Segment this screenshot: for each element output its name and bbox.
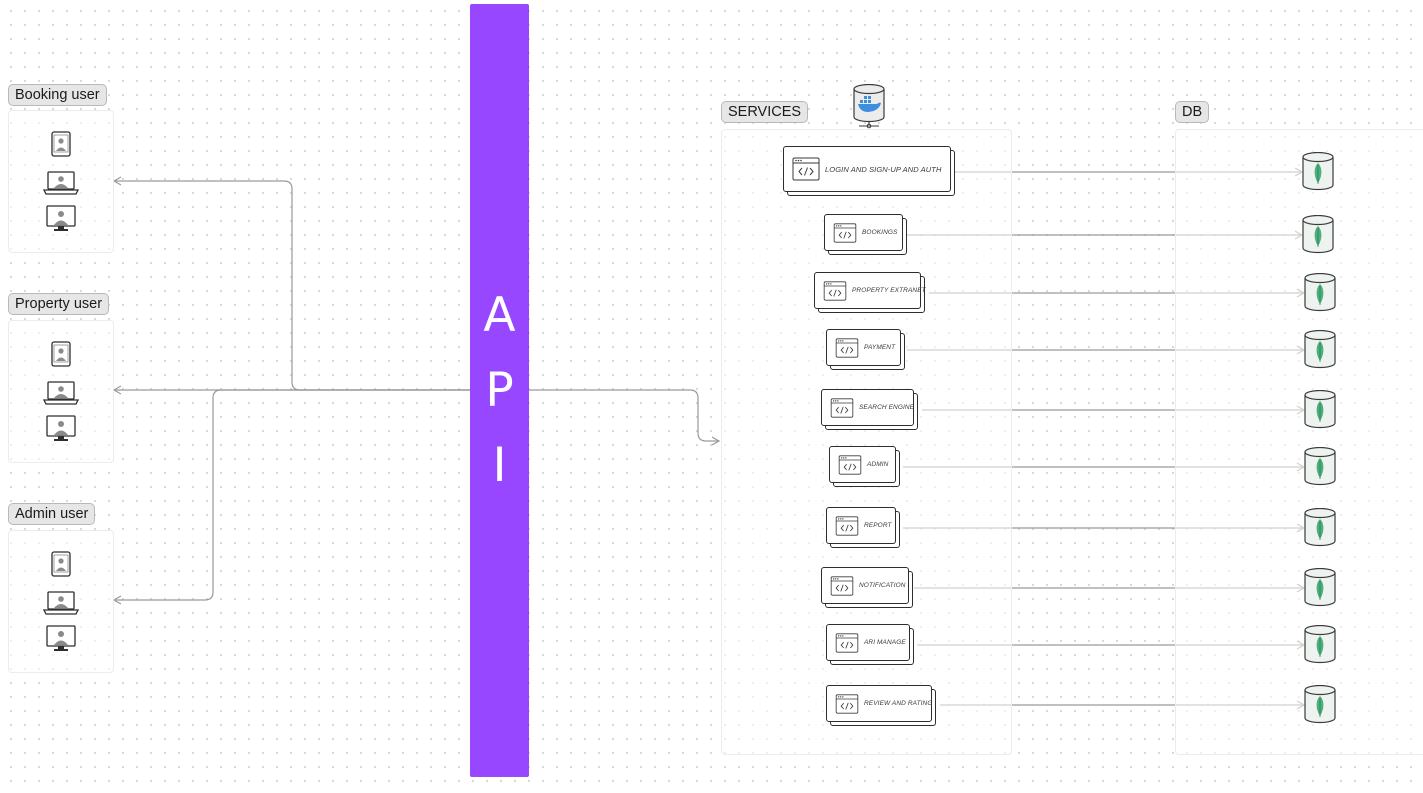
service-card[interactable]: REPORT <box>826 507 900 548</box>
api-to-admin-user-connector <box>112 389 470 605</box>
service-label: LOGIN AND SIGN-UP AND AUTH <box>825 164 942 174</box>
service-card[interactable]: ADMIN <box>829 446 900 487</box>
service-label: BOOKINGS <box>862 229 898 236</box>
property-user-label[interactable]: Property user <box>8 293 110 315</box>
docker-icon <box>853 84 885 129</box>
db-section-label[interactable]: DB <box>1175 101 1210 123</box>
code-window-icon <box>835 632 859 653</box>
code-window-icon <box>838 454 862 475</box>
service-label: PAYMENT <box>864 344 896 351</box>
mongodb-database-icon[interactable] <box>1303 568 1337 608</box>
service-label: SEARCH ENGINE <box>859 404 915 411</box>
service-card[interactable]: REVIEW AND RATING <box>826 685 936 726</box>
api-letter: P <box>485 363 514 418</box>
code-window-icon <box>835 337 859 358</box>
property-user-group[interactable] <box>8 320 114 463</box>
service-label: REPORT <box>864 522 892 529</box>
mongodb-database-icon[interactable] <box>1303 330 1337 370</box>
service-card[interactable]: SEARCH ENGINE <box>821 389 918 430</box>
service-label: PROPERTY EXTRANET <box>852 287 926 294</box>
service-card[interactable]: PAYMENT <box>826 329 905 370</box>
service-card[interactable]: BOOKINGS <box>824 214 907 255</box>
service-card[interactable]: PROPERTY EXTRANET <box>814 272 926 313</box>
mongodb-database-icon[interactable] <box>1301 215 1335 255</box>
service-card[interactable]: ARI MANAGE <box>826 624 914 665</box>
service-label: ARI MANAGE <box>864 639 906 646</box>
booking-user-label[interactable]: Booking user <box>8 84 107 106</box>
service-card[interactable]: LOGIN AND SIGN-UP AND AUTH <box>783 146 955 196</box>
api-letter: A <box>483 288 516 343</box>
admin-user-group[interactable] <box>8 530 114 673</box>
services-section-label[interactable]: SERVICES <box>721 101 809 123</box>
laptop-icon <box>43 591 79 615</box>
mobile-phone-icon <box>51 131 71 157</box>
desktop-monitor-icon <box>46 625 76 651</box>
mongodb-database-icon[interactable] <box>1303 447 1337 487</box>
desktop-monitor-icon <box>46 415 76 441</box>
service-label: NOTIFICATION <box>859 582 906 589</box>
code-window-icon <box>835 515 859 536</box>
mobile-phone-icon <box>51 551 71 577</box>
code-window-icon <box>823 280 847 301</box>
code-window-icon <box>830 397 854 418</box>
mongodb-database-icon[interactable] <box>1303 685 1337 725</box>
code-window-icon <box>830 575 854 596</box>
mongodb-database-icon[interactable] <box>1303 273 1337 313</box>
mongodb-database-icon[interactable] <box>1303 625 1337 665</box>
code-window-icon <box>833 222 857 243</box>
code-window-icon <box>792 157 820 181</box>
mongodb-database-icon[interactable] <box>1303 390 1337 430</box>
api-gateway-bar[interactable]: A P I <box>470 4 529 777</box>
service-card[interactable]: NOTIFICATION <box>821 567 913 608</box>
service-label: REVIEW AND RATING <box>864 700 933 707</box>
booking-user-group[interactable] <box>8 110 114 253</box>
api-letter: I <box>492 438 507 493</box>
db-container[interactable] <box>1175 129 1423 755</box>
api-to-services-connector <box>529 389 721 446</box>
laptop-icon <box>43 381 79 405</box>
code-window-icon <box>835 693 859 714</box>
mongodb-database-icon[interactable] <box>1303 508 1337 548</box>
laptop-icon <box>43 171 79 195</box>
desktop-monitor-icon <box>46 205 76 231</box>
mobile-phone-icon <box>51 341 71 367</box>
api-to-booking-user-connector <box>112 176 470 391</box>
mongodb-database-icon[interactable] <box>1301 152 1335 192</box>
service-label: ADMIN <box>867 461 889 468</box>
admin-user-label[interactable]: Admin user <box>8 503 96 525</box>
